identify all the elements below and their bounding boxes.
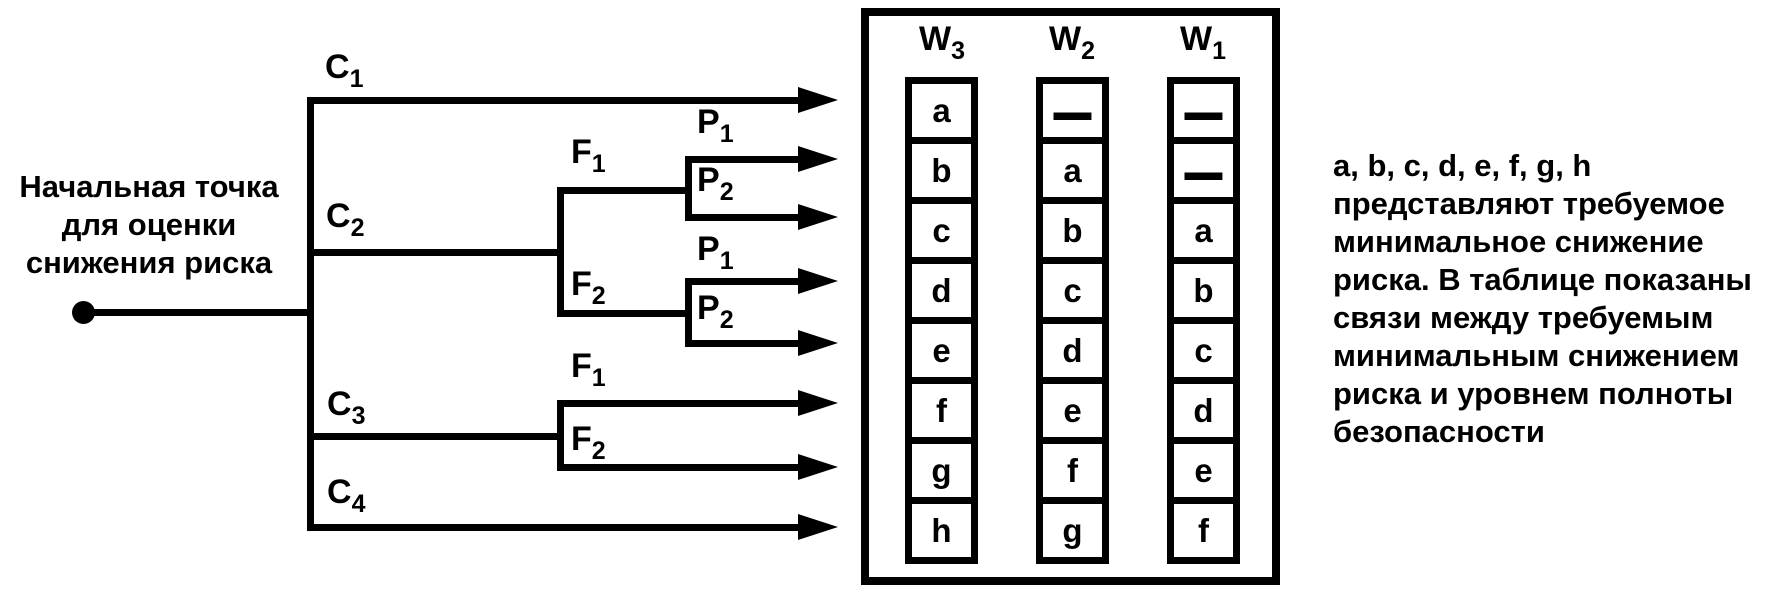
table-cell-w2-6: e: [1036, 377, 1109, 444]
table-cell-w2-3: b: [1036, 197, 1109, 264]
table-cell-w3-6: f: [905, 377, 978, 444]
c2-branch-line: [307, 249, 560, 256]
branch-label-p1-upper: P1: [697, 103, 734, 148]
table-cell-w2-8: g: [1036, 497, 1109, 564]
table-cell-w3-3: c: [905, 197, 978, 264]
column-header-w2: W2: [1049, 20, 1095, 65]
c3-f-split-connector: [557, 400, 564, 470]
arrow-head: [798, 268, 838, 294]
table-column-w2: — a b c d e f g: [1036, 67, 1109, 564]
c3-branch-line: [307, 433, 560, 440]
c2-f2-branch-line: [557, 310, 688, 317]
c2-f1-p2-line: [685, 214, 800, 221]
branch-label-p2-lower: P2: [697, 289, 734, 334]
table-cell-w2-5: d: [1036, 317, 1109, 384]
sil-mapping-table-frame: [861, 8, 1280, 585]
table-cell-w1-7: e: [1167, 437, 1240, 504]
branch-label-f2-lower: F2: [571, 420, 606, 465]
legend-note-line-8: безопасности: [1333, 414, 1545, 449]
c2-f2-p2-line: [685, 340, 800, 347]
branch-label-f1-lower: F1: [571, 347, 606, 392]
legend-note-line-2: представляют требуемое: [1333, 186, 1725, 221]
table-cell-w2-4: c: [1036, 257, 1109, 324]
table-cell-w3-2: b: [905, 137, 978, 204]
start-point-label-line-1: Начальная точка: [19, 169, 279, 204]
arrow-head: [798, 87, 838, 113]
arrow-head: [798, 390, 838, 416]
legend-note-line-1: a, b, c, d, e, f, g, h: [1333, 148, 1592, 183]
branch-label-c2: C2: [326, 197, 365, 242]
arrow-head: [798, 454, 838, 480]
column-header-w3: W3: [919, 20, 965, 65]
table-cell-w1-6: d: [1167, 377, 1240, 444]
c3-f2-line: [557, 464, 800, 471]
branch-label-c4: C4: [327, 473, 366, 518]
start-point-label: Начальная точка для оценки снижения риск…: [0, 168, 298, 282]
table-cell-w2-1: —: [1036, 67, 1109, 152]
legend-note-line-6: минимальным снижением: [1333, 338, 1740, 373]
table-cell-w1-8: f: [1167, 497, 1240, 564]
arrow-head: [798, 330, 838, 356]
branch-label-f2-upper: F2: [571, 265, 606, 310]
arrow-head: [798, 146, 838, 172]
arrow-head: [798, 204, 838, 230]
table-cell-w3-1: a: [905, 77, 978, 144]
arrow-head: [798, 514, 838, 540]
branch-label-p1-lower: P1: [697, 230, 734, 275]
branch-label-f1-upper: F1: [571, 133, 606, 178]
trunk-line: [307, 97, 314, 531]
legend-note-line-5: связи между требуемым: [1333, 300, 1714, 335]
table-cell-w2-7: f: [1036, 437, 1109, 504]
start-point-label-line-2: для оценки: [61, 207, 237, 242]
c2-f1-branch-line: [557, 187, 688, 194]
branch-label-c1: C1: [325, 48, 364, 93]
table-cell-w1-2: —: [1167, 127, 1240, 212]
c2-f2-p-split-connector: [685, 278, 692, 347]
table-cell-w3-8: h: [905, 497, 978, 564]
c4-branch-line: [307, 524, 800, 531]
table-cell-w3-7: g: [905, 437, 978, 504]
table-cell-w1-4: b: [1167, 257, 1240, 324]
c2-f2-p1-line: [685, 278, 800, 285]
legend-note-line-7: риска и уровнем полноты: [1333, 376, 1734, 411]
c3-f1-line: [557, 400, 800, 407]
c1-branch-line: [307, 97, 800, 104]
branch-label-p2-upper: P2: [697, 161, 734, 206]
start-entry-line: [83, 309, 310, 316]
table-column-w3: a b c d e f g h: [905, 77, 978, 564]
column-header-w1: W1: [1180, 20, 1226, 65]
c2-f1-p1-line: [685, 156, 800, 163]
legend-note: a, b, c, d, e, f, g, h представляют треб…: [1333, 147, 1752, 451]
table-cell-w2-2: a: [1036, 137, 1109, 204]
legend-note-line-3: минимальное снижение: [1333, 224, 1704, 259]
table-column-w1: — — a b c d e f: [1167, 67, 1240, 564]
table-cell-w3-5: e: [905, 317, 978, 384]
start-point-label-line-3: снижения риска: [25, 245, 273, 280]
legend-note-line-4: риска. В таблице показаны: [1333, 262, 1752, 297]
c2-f1-p-split-connector: [685, 156, 692, 221]
table-cell-w1-1: —: [1167, 67, 1240, 152]
c2-f-split-connector: [557, 187, 564, 316]
table-cell-w3-4: d: [905, 257, 978, 324]
branch-label-c3: C3: [327, 385, 366, 430]
table-cell-w1-5: c: [1167, 317, 1240, 384]
